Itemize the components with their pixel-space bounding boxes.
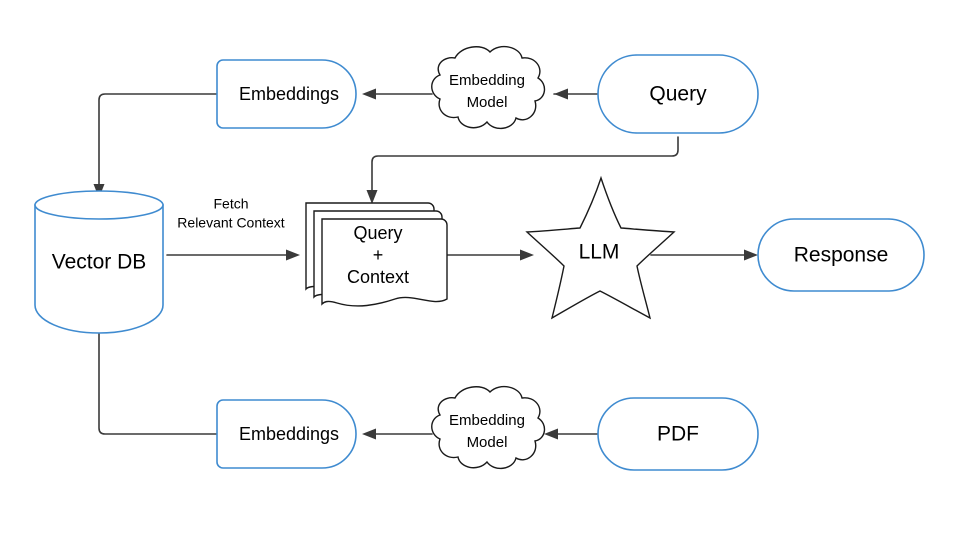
node-response[interactable]: Response (757, 218, 925, 292)
edge-vector-db-to-query-context (166, 249, 300, 261)
node-query-context[interactable]: Query + Context (305, 202, 448, 307)
edge-embeddings-top-to-vector-db (93, 93, 218, 198)
edge-query-to-embedding-model (553, 88, 599, 100)
fetch-label-line1: Fetch (213, 196, 248, 212)
node-embedding-model-bottom-label-line1: Embedding (449, 412, 525, 429)
node-vector-db[interactable]: Vector DB (34, 190, 164, 334)
fetch-label-line2: Relevant Context (177, 215, 285, 231)
node-query-context-label-line1: Query (353, 223, 402, 243)
node-pdf[interactable]: PDF (597, 397, 759, 471)
node-query-context-label-line3: Context (347, 267, 409, 287)
node-embeddings-bottom-label: Embeddings (239, 424, 339, 444)
node-embeddings-bottom[interactable]: Embeddings (216, 399, 357, 469)
node-embeddings-top-label: Embeddings (239, 84, 339, 104)
node-llm[interactable]: LLM (525, 175, 676, 320)
edge-embedding-model-to-embeddings-top (362, 88, 433, 100)
edge-embedding-model-to-embeddings-bottom (362, 428, 433, 440)
node-query-context-label-line2: + (373, 245, 384, 265)
edge-pdf-to-embedding-model (544, 428, 599, 440)
node-embedding-model-top-label-line1: Embedding (449, 72, 525, 89)
edge-query-context-to-llm (446, 249, 534, 261)
node-llm-label: LLM (579, 241, 620, 264)
node-embedding-model-top[interactable]: Embedding Model (431, 45, 546, 129)
node-embedding-model-bottom[interactable]: Embedding Model (431, 385, 546, 469)
edge-query-to-query-context (366, 136, 679, 204)
node-embedding-model-top-label-line2: Model (467, 94, 508, 111)
node-vector-db-label: Vector DB (52, 251, 147, 274)
node-embedding-model-bottom-label-line2: Model (467, 434, 508, 451)
edge-embeddings-bottom-to-vector-db (93, 319, 218, 435)
edge-llm-to-response (650, 249, 758, 261)
node-query[interactable]: Query (597, 54, 759, 134)
edge-label-fetch-relevant-context: Fetch Relevant Context (177, 196, 285, 231)
node-pdf-label: PDF (657, 423, 699, 446)
node-query-label: Query (649, 83, 707, 106)
node-embeddings-top[interactable]: Embeddings (216, 59, 357, 129)
node-response-label: Response (794, 244, 889, 267)
